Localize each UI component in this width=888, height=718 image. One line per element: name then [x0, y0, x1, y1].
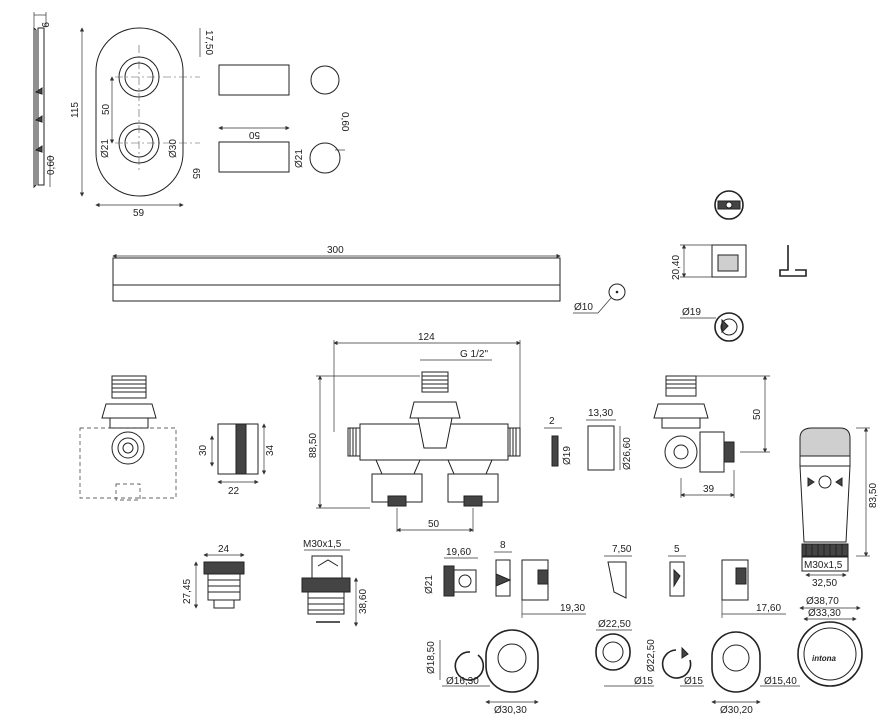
- dim-valve-side-height-a: 30: [198, 444, 209, 456]
- rings: 2 Ø19 13,30 Ø26,60: [544, 408, 633, 471]
- dim-adapter-left-width: 24: [218, 544, 230, 555]
- pin-d10: Ø10: [573, 283, 626, 314]
- dim-plate-width-outer: 65: [190, 168, 201, 180]
- dim-fitting-w3: 7,50: [612, 544, 632, 555]
- sleeve-bottom: 50 0,60 Ø21: [218, 112, 350, 174]
- adapter-mid: M30x1,5 38,60: [301, 539, 369, 627]
- dim-cap-h: Ø15,40: [764, 676, 797, 687]
- dim-adapter-left-height: 27,45: [182, 579, 193, 604]
- dim-fitting-w1: 19,60: [446, 547, 471, 558]
- clip-ring: Ø19: [680, 307, 744, 342]
- dim-cap-b: Ø16,30: [446, 676, 479, 687]
- dim-valve-side-right-width: 39: [703, 484, 715, 495]
- dim-adapter-mid-thread: M30x1,5: [303, 539, 342, 550]
- sleeve-top: [218, 64, 340, 96]
- dim-thermostat-d-outer: Ø38,70: [806, 596, 839, 607]
- cap-side-left: 30 34 22: [198, 423, 276, 497]
- caps: Ø18,50 Ø16,30 Ø30,30 Ø22,50 Ø15 Ø22,50 Ø…: [426, 619, 800, 716]
- dim-clip-diameter: Ø19: [682, 307, 701, 318]
- plate-side-profile: 9 0,60: [33, 12, 57, 189]
- tube-300: 300: [112, 245, 561, 302]
- dim-fitting-len1: 19,30: [560, 603, 585, 614]
- dim-cap-f: Ø15: [634, 676, 653, 687]
- thermostat-bottom-view: Ø38,70 Ø33,30 intona: [797, 596, 863, 687]
- fittings: 19,60 Ø21 8 19,30 7,50 5 17,60: [424, 540, 786, 618]
- dim-fitting-len2: 17,60: [756, 603, 781, 614]
- dim-plate-thickness: 9: [39, 22, 50, 28]
- dim-valve-side-height-b: 34: [265, 444, 276, 456]
- dim-cap-g: Ø15: [684, 676, 703, 687]
- thermostat-brand-logo: intona: [812, 654, 837, 663]
- dim-thermostat-height: 83,50: [868, 483, 879, 508]
- dim-fitting-d1: Ø21: [424, 575, 435, 594]
- dim-fitting-w4: 5: [674, 544, 680, 555]
- clip-top-view: [714, 190, 744, 220]
- dim-ring-depth: 13,30: [588, 408, 613, 419]
- dim-cap-c: Ø30,30: [494, 705, 527, 716]
- dim-plate-height: 115: [70, 102, 81, 118]
- clip-side-view: 20,40: [671, 244, 807, 280]
- dim-sleeve-wall: 0,60: [339, 112, 350, 132]
- dim-clip-height: 20,40: [671, 255, 682, 280]
- dim-thermostat-width: 32,50: [812, 578, 837, 589]
- dim-valve-height: 88,50: [308, 433, 319, 458]
- dim-cap-e: Ø22,50: [646, 639, 657, 672]
- dim-valve-side-width: 22: [228, 486, 240, 497]
- dim-sleeve-diameter: Ø21: [294, 149, 305, 168]
- dim-thermostat-d-inner: Ø33,30: [808, 608, 841, 619]
- dim-ring-diameter: Ø19: [562, 446, 573, 465]
- dim-plate-edge: 0,60: [46, 155, 57, 175]
- dim-plate-hole-large: Ø30: [168, 139, 179, 158]
- valve-side-right: 50 39: [653, 375, 770, 498]
- dim-plate-spacing: 50: [101, 103, 112, 115]
- dim-plate-width: 59: [133, 208, 145, 219]
- dim-cap-d: Ø22,50: [598, 619, 631, 630]
- dim-cap-i: Ø30,20: [720, 705, 753, 716]
- thermostat-head: 83,50 M30x1,5 32,50: [799, 427, 879, 589]
- dim-valve-width: 124: [418, 332, 435, 343]
- adapter-left: 24 27,45: [182, 544, 245, 609]
- valve-side-left: [79, 375, 177, 501]
- dim-plate-hole-small: Ø21: [100, 139, 111, 158]
- dim-thermostat-thread: M30x1,5: [804, 560, 843, 571]
- dim-valve-side-right-height: 50: [752, 408, 763, 420]
- dim-adapter-mid-height: 38,60: [358, 589, 369, 614]
- dim-sleeve-length: 50: [248, 129, 260, 140]
- dim-fitting-w2: 8: [500, 540, 506, 551]
- dim-valve-spacing: 50: [428, 519, 440, 530]
- dim-pin-diameter: Ø10: [574, 302, 593, 313]
- valve-front: 124 G 1/2" 88,50 50: [308, 332, 521, 533]
- dim-ring-thickness: 2: [549, 416, 555, 427]
- dim-tube-length: 300: [327, 245, 344, 256]
- dim-plate-top-offset: 17,50: [203, 30, 214, 55]
- dim-cap-a: Ø18,50: [426, 641, 437, 674]
- dim-valve-thread: G 1/2": [460, 349, 488, 360]
- plate-front-view: 115 59 65 17,50 50 Ø21 Ø30: [70, 27, 214, 219]
- dim-ring-outer: Ø26,60: [622, 437, 633, 470]
